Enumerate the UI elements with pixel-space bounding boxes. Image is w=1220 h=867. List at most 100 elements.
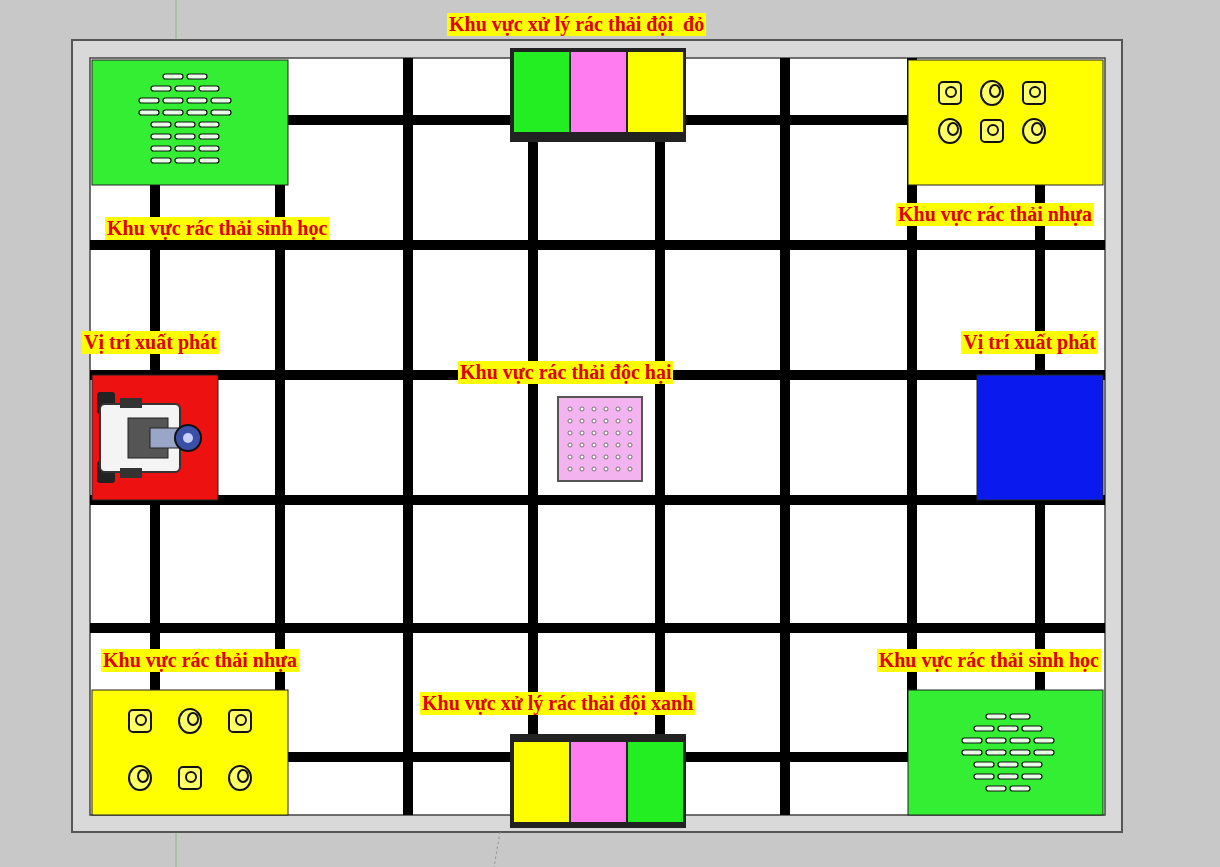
- bio-waste: [151, 158, 171, 163]
- toxic-dot: [628, 407, 632, 411]
- zone-title: Khu vực xử lý rác thải đội xanh: [420, 692, 695, 715]
- plastic-bottle: [229, 766, 251, 790]
- toxic-dot: [604, 443, 608, 447]
- toxic-dot: [604, 431, 608, 435]
- toxic-dot: [628, 443, 632, 447]
- robot-body: [100, 404, 180, 472]
- bio-waste: [175, 86, 195, 91]
- bin-pink: [571, 52, 626, 132]
- toxic-dot: [568, 455, 572, 459]
- red-team-bins: [510, 48, 686, 142]
- bio-waste: [187, 110, 207, 115]
- plastic-box: [988, 125, 998, 135]
- bio-waste: [199, 158, 219, 163]
- plastic-box: [236, 715, 246, 725]
- bio-waste: [139, 110, 159, 115]
- field-floor: [90, 58, 1105, 815]
- toxic-dot: [616, 467, 620, 471]
- bio-waste: [1010, 714, 1030, 719]
- toxic-dot: [604, 467, 608, 471]
- bio-waste: [175, 146, 195, 151]
- plastic-bottle: [1023, 119, 1045, 143]
- bio-waste: [199, 146, 219, 151]
- zone-label: Khu vực rác thải sinh học: [877, 649, 1101, 672]
- plastic-box: [129, 710, 151, 732]
- plastic-box: [939, 82, 961, 104]
- bio-waste: [986, 786, 1006, 791]
- bio-waste: [998, 726, 1018, 731]
- bio-waste: [974, 762, 994, 767]
- bio-waste: [175, 134, 195, 139]
- toxic-dot: [580, 431, 584, 435]
- plastic-bottle: [981, 81, 1003, 105]
- guide-line: [494, 832, 500, 867]
- bio-waste: [974, 774, 994, 779]
- bio-zone: [908, 690, 1103, 815]
- plastic-bottle: [1032, 123, 1042, 135]
- plastic-bottle: [179, 709, 201, 733]
- bio-zone: [92, 60, 288, 185]
- zone-label: Khu vực rác thải nhựa: [101, 649, 299, 672]
- plastic-waste-items: [129, 81, 1045, 790]
- zone-label: Vị trí xuất phát: [82, 331, 219, 354]
- toxic-dot: [604, 407, 608, 411]
- bio-waste: [187, 74, 207, 79]
- plastic-box: [946, 87, 956, 97]
- plastic-bottle: [990, 85, 1000, 97]
- bio-waste: [998, 762, 1018, 767]
- grid-line: [90, 623, 1105, 633]
- bin-yellow: [628, 52, 683, 132]
- bin-green: [514, 52, 569, 132]
- plastic-box: [981, 120, 1003, 142]
- zone-label: Vị trí xuất phát: [961, 331, 1098, 354]
- plastic-box: [136, 715, 146, 725]
- plastic-box: [1023, 82, 1045, 104]
- zone-title: Khu vực xử lý rác thải đội đỏ: [447, 13, 706, 36]
- grid-line: [780, 58, 790, 815]
- bio-waste: [151, 86, 171, 91]
- bio-waste: [163, 74, 183, 79]
- bio-waste: [211, 98, 231, 103]
- bio-waste: [1010, 738, 1030, 743]
- grid-line: [655, 140, 665, 735]
- bio-waste-items: [139, 74, 1054, 791]
- toxic-dot: [568, 443, 572, 447]
- bio-waste: [1034, 750, 1054, 755]
- toxic-dot: [592, 455, 596, 459]
- bio-waste: [175, 122, 195, 127]
- grid-line: [90, 495, 1105, 505]
- toxic-dot: [568, 419, 572, 423]
- toxic-dot: [616, 443, 620, 447]
- plastic-box: [1030, 87, 1040, 97]
- plastic-bottle: [948, 123, 958, 135]
- red-start: [92, 375, 218, 500]
- bio-waste: [974, 726, 994, 731]
- plastic-box: [229, 710, 251, 732]
- robot-sensor: [175, 425, 201, 451]
- toxic-zone: [558, 397, 642, 481]
- blue-team-bins: [510, 734, 686, 828]
- toxic-dot: [580, 455, 584, 459]
- bio-waste: [151, 134, 171, 139]
- toxic-dot: [568, 407, 572, 411]
- plastic-bottle: [939, 119, 961, 143]
- bio-waste: [211, 110, 231, 115]
- bio-waste: [199, 134, 219, 139]
- bio-waste: [151, 122, 171, 127]
- toxic-dot: [604, 455, 608, 459]
- toxic-dot: [580, 467, 584, 471]
- bin-green: [628, 742, 683, 822]
- bio-waste: [199, 122, 219, 127]
- toxic-dot: [604, 419, 608, 423]
- bio-waste: [175, 158, 195, 163]
- toxic-dot: [592, 443, 596, 447]
- field-frame: [72, 40, 1122, 832]
- bio-waste: [962, 750, 982, 755]
- toxic-dot: [616, 431, 620, 435]
- toxic-dot: [568, 431, 572, 435]
- grid-line: [403, 58, 413, 815]
- plastic-zone: [908, 60, 1103, 185]
- grid-line: [528, 140, 538, 735]
